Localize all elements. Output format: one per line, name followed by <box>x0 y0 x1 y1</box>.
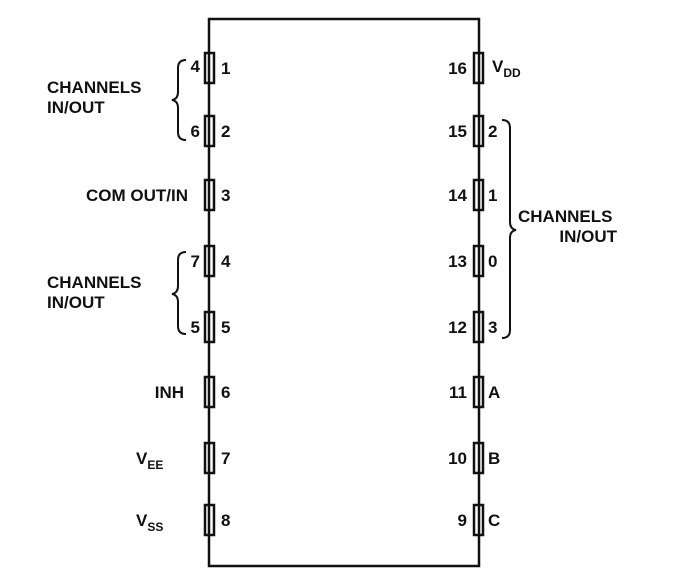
left-bottom-channels-line2: IN/OUT <box>47 293 105 312</box>
ic-package-body <box>207 17 481 568</box>
left-signal-labels: COM OUT/IN INH VEE VSS <box>86 186 188 534</box>
pin-number-12: 12 <box>448 318 467 337</box>
pin-tab-7 <box>203 441 216 475</box>
pin-tab-5 <box>203 310 216 344</box>
pin-tab-8 <box>203 503 216 537</box>
left-channel-5: 5 <box>191 318 200 337</box>
left-pin-tabs <box>203 51 216 537</box>
right-channels-line1: CHANNELS <box>518 207 612 226</box>
left-bottom-channels-label: CHANNELS IN/OUT <box>47 273 141 312</box>
com-out-in-label: COM OUT/IN <box>86 186 188 205</box>
pin-tab-16 <box>472 51 485 85</box>
pin-tab-6 <box>203 375 216 409</box>
vdd-main: V <box>492 57 504 76</box>
right-channel-1: 1 <box>488 186 497 205</box>
vee-sub: EE <box>147 458 163 472</box>
pin-tab-14 <box>472 178 485 212</box>
left-top-brace <box>171 59 187 141</box>
pin-tab-4 <box>203 244 216 278</box>
pin-number-1: 1 <box>221 59 230 78</box>
pin-number-2: 2 <box>221 122 230 141</box>
right-pin-tabs <box>472 51 485 537</box>
pin-number-5: 5 <box>221 318 230 337</box>
left-bottom-brace <box>171 251 187 335</box>
pin-number-8: 8 <box>221 511 230 530</box>
pin-tab-2 <box>203 114 216 148</box>
b-label: B <box>488 449 500 468</box>
pin-tab-13 <box>472 244 485 278</box>
vee-label: VEE <box>136 449 163 472</box>
left-channel-numbers: 4 6 7 5 <box>191 57 201 337</box>
pin-number-15: 15 <box>448 122 467 141</box>
right-channel-3: 3 <box>488 318 497 337</box>
vss-main: V <box>136 511 148 530</box>
right-pin-numbers: 16 15 14 13 12 11 10 9 <box>448 59 467 530</box>
left-channel-6: 6 <box>191 122 200 141</box>
c-label: C <box>488 511 500 530</box>
pin-tab-11 <box>472 375 485 409</box>
pin-number-7: 7 <box>221 449 230 468</box>
left-pin-numbers: 1 2 3 4 5 6 7 8 <box>221 59 231 530</box>
pin-number-13: 13 <box>448 252 467 271</box>
pin-tab-3 <box>203 178 216 212</box>
pin-number-4: 4 <box>221 252 231 271</box>
pin-tab-10 <box>472 441 485 475</box>
right-signal-labels: VDD 2 1 0 3 A B C <box>488 57 521 530</box>
pin-tab-12 <box>472 310 485 344</box>
right-channel-2: 2 <box>488 122 497 141</box>
pin-number-14: 14 <box>448 186 467 205</box>
inh-label: INH <box>155 383 184 402</box>
pin-number-6: 6 <box>221 383 230 402</box>
pin-tab-15 <box>472 114 485 148</box>
vdd-sub: DD <box>503 66 521 80</box>
vdd-label: VDD <box>492 57 521 80</box>
left-bottom-channels-line1: CHANNELS <box>47 273 141 292</box>
left-channel-7: 7 <box>191 252 200 271</box>
pin-tab-1 <box>203 51 216 85</box>
vss-label: VSS <box>136 511 163 534</box>
vss-sub: SS <box>147 520 163 534</box>
pin-number-10: 10 <box>448 449 467 468</box>
pin-number-3: 3 <box>221 186 230 205</box>
left-top-channels-line1: CHANNELS <box>47 78 141 97</box>
pin-tab-9 <box>472 503 485 537</box>
right-channels-line2: IN/OUT <box>559 227 617 246</box>
vee-main: V <box>136 449 148 468</box>
left-top-channels-label: CHANNELS IN/OUT <box>47 78 141 117</box>
pin-number-11: 11 <box>449 383 467 402</box>
right-channels-label: CHANNELS IN/OUT <box>518 207 618 246</box>
right-channel-0: 0 <box>488 252 497 271</box>
pin-number-9: 9 <box>458 511 467 530</box>
a-label: A <box>488 383 500 402</box>
right-brace <box>501 119 517 339</box>
left-top-channels-line2: IN/OUT <box>47 98 105 117</box>
pin-number-16: 16 <box>448 59 467 78</box>
left-channel-4: 4 <box>191 57 201 76</box>
